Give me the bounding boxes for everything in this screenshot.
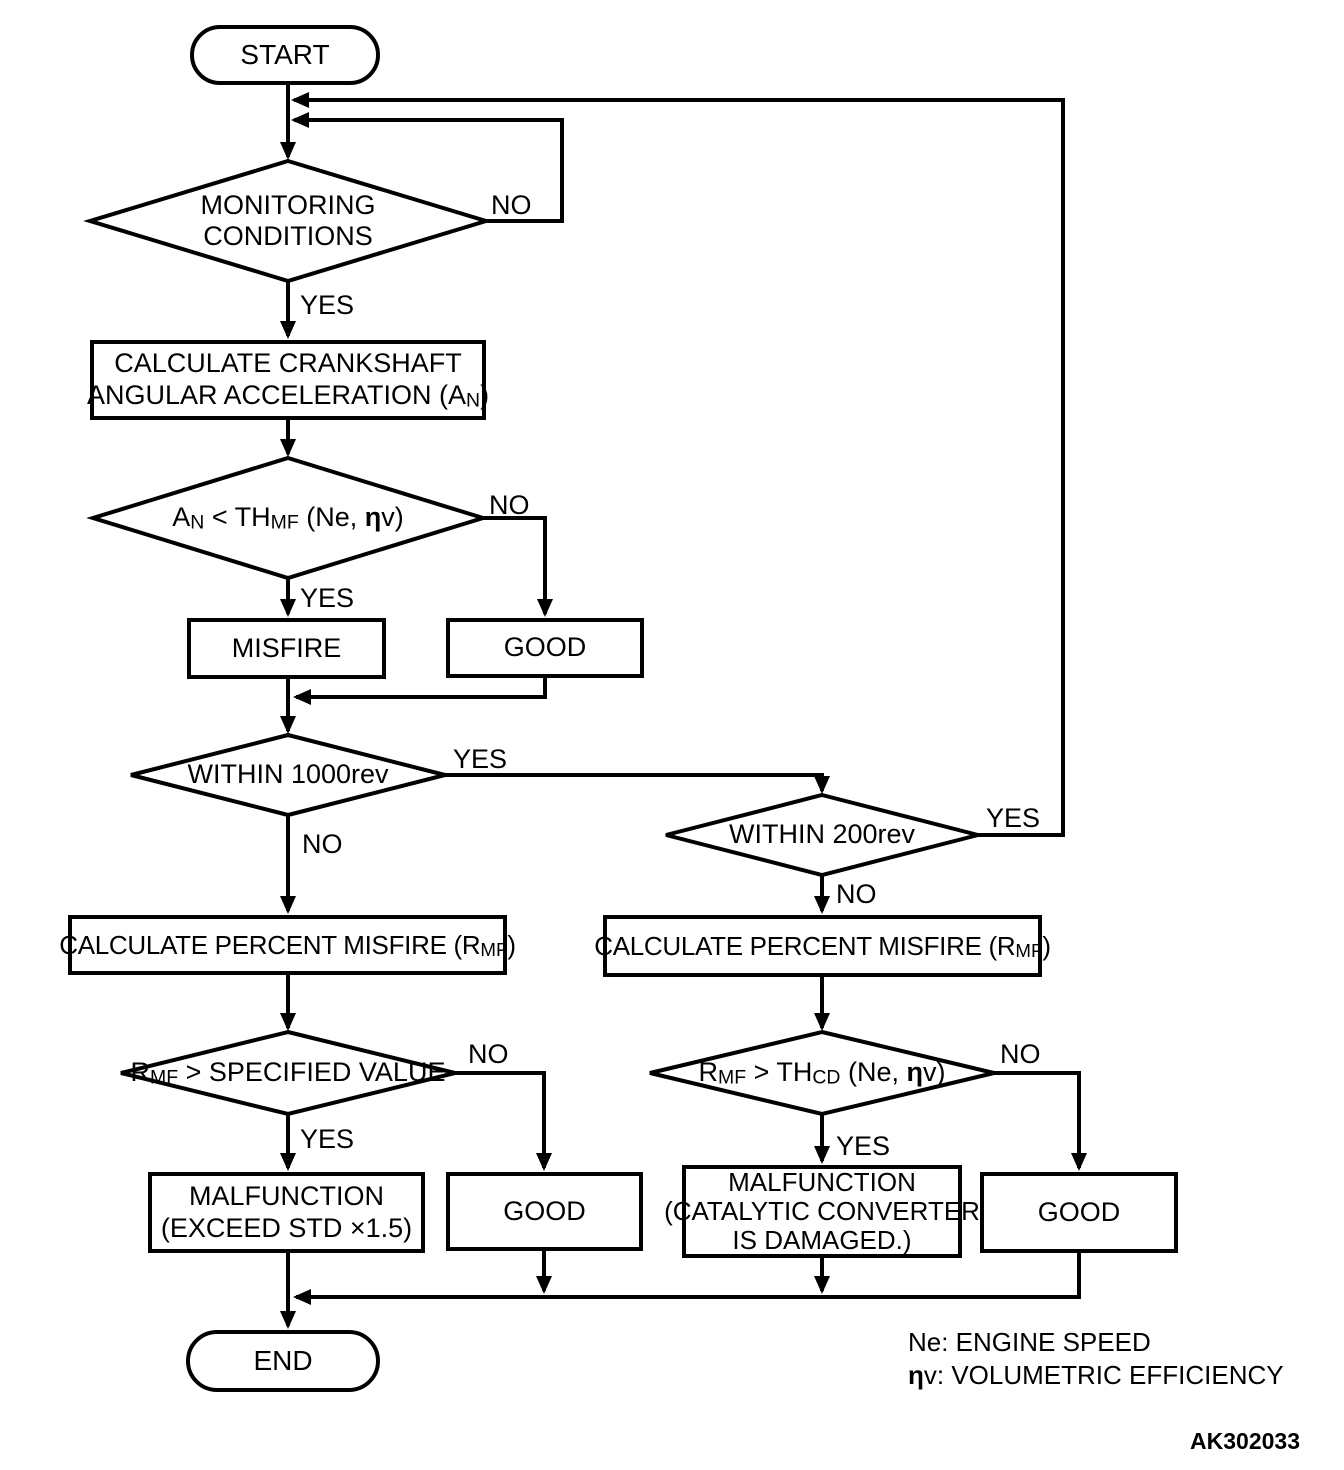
figure-code: AK302033: [1190, 1428, 1300, 1454]
malfunction-cat-line1: MALFUNCTION: [728, 1166, 916, 1197]
malfunction-std-line1: MALFUNCTION: [189, 1181, 384, 1212]
within200-no-label: NO: [836, 879, 877, 909]
calc-accel-line2: ANGULAR ACCELERATION (AN): [86, 379, 490, 412]
ancheck-no-label: NO: [489, 490, 530, 520]
legend-volumetric-efficiency: ηv: VOLUMETRIC EFFICIENCY: [908, 1359, 1284, 1390]
node-malfunction-catalytic: MALFUNCTION (CATALYTIC CONVERTER IS DAMA…: [664, 1165, 980, 1258]
legend-engine-speed: Ne: ENGINE SPEED: [908, 1327, 1151, 1357]
node-end: END: [186, 1330, 380, 1392]
diamond-monitoring-conditions: [83, 158, 493, 284]
diamond-rmf-thcd-check: [649, 1029, 995, 1117]
node-good-1: GOOD: [446, 618, 644, 678]
diamond-an-threshold-check: [86, 455, 490, 581]
edge-rmfthcd-no: [994, 1071, 1087, 1171]
calc-pm-label: CALCULATE PERCENT MISFIRE (RMF): [594, 930, 1051, 961]
good-label: GOOD: [503, 1195, 586, 1226]
edge-good1-merge: [293, 678, 547, 705]
edge-within200-yes-feedback: [291, 92, 1065, 837]
monitoring-no-label: NO: [491, 190, 532, 220]
rmfspec-yes-label: YES: [300, 1124, 355, 1154]
node-calc-percent-misfire-right: CALCULATE PERCENT MISFIRE (RMF): [594, 915, 1051, 977]
rmfthcd-no-label: NO: [1000, 1039, 1041, 1069]
good-label: GOOD: [503, 632, 587, 663]
edge-rmfspec-no: [455, 1071, 552, 1171]
calc-pm-label: CALCULATE PERCENT MISFIRE (RMF): [59, 929, 516, 960]
edge-within1000-yes: [445, 773, 830, 794]
edge-ancheck-no: [483, 516, 553, 617]
edge-good3-merge: [293, 1253, 1081, 1305]
diamond-within-1000rev: [130, 732, 446, 818]
end-label: END: [253, 1344, 313, 1376]
node-calc-crankshaft-accel: CALCULATE CRANKSHAFT ANGULAR ACCELERATIO…: [86, 340, 490, 420]
diamond-rmf-specified-check: [120, 1029, 456, 1117]
edge-monitoring-no-loop: [291, 112, 564, 223]
rmfspec-no-label: NO: [468, 1039, 509, 1069]
node-malfunction-exceed-std: MALFUNCTION (EXCEED STD ×1.5): [148, 1172, 425, 1253]
node-good-2: GOOD: [446, 1172, 643, 1251]
misfire-label: MISFIRE: [231, 632, 342, 663]
node-good-3: GOOD: [980, 1172, 1178, 1253]
start-label: START: [240, 38, 330, 70]
within1000-yes-label: YES: [453, 744, 508, 774]
rmfthcd-yes-label: YES: [836, 1131, 891, 1161]
monitoring-yes-label: YES: [300, 290, 355, 320]
within200-yes-label: YES: [986, 803, 1041, 833]
good-label: GOOD: [1037, 1196, 1121, 1227]
malfunction-cat-line3: IS DAMAGED.): [732, 1225, 912, 1256]
legend: Ne: ENGINE SPEED ηv: VOLUMETRIC EFFICIEN…: [908, 1326, 1284, 1391]
node-calc-percent-misfire-left: CALCULATE PERCENT MISFIRE (RMF): [59, 915, 516, 975]
diamond-within-200rev: [665, 792, 979, 878]
malfunction-std-line2: (EXCEED STD ×1.5): [160, 1212, 413, 1243]
within1000-no-label: NO: [302, 829, 343, 859]
node-start: START: [190, 25, 380, 85]
malfunction-cat-line2: (CATALYTIC CONVERTER: [664, 1195, 980, 1226]
ancheck-yes-label: YES: [300, 583, 355, 613]
node-misfire: MISFIRE: [187, 618, 386, 679]
calc-accel-line1: CALCULATE CRANKSHAFT: [114, 348, 462, 379]
